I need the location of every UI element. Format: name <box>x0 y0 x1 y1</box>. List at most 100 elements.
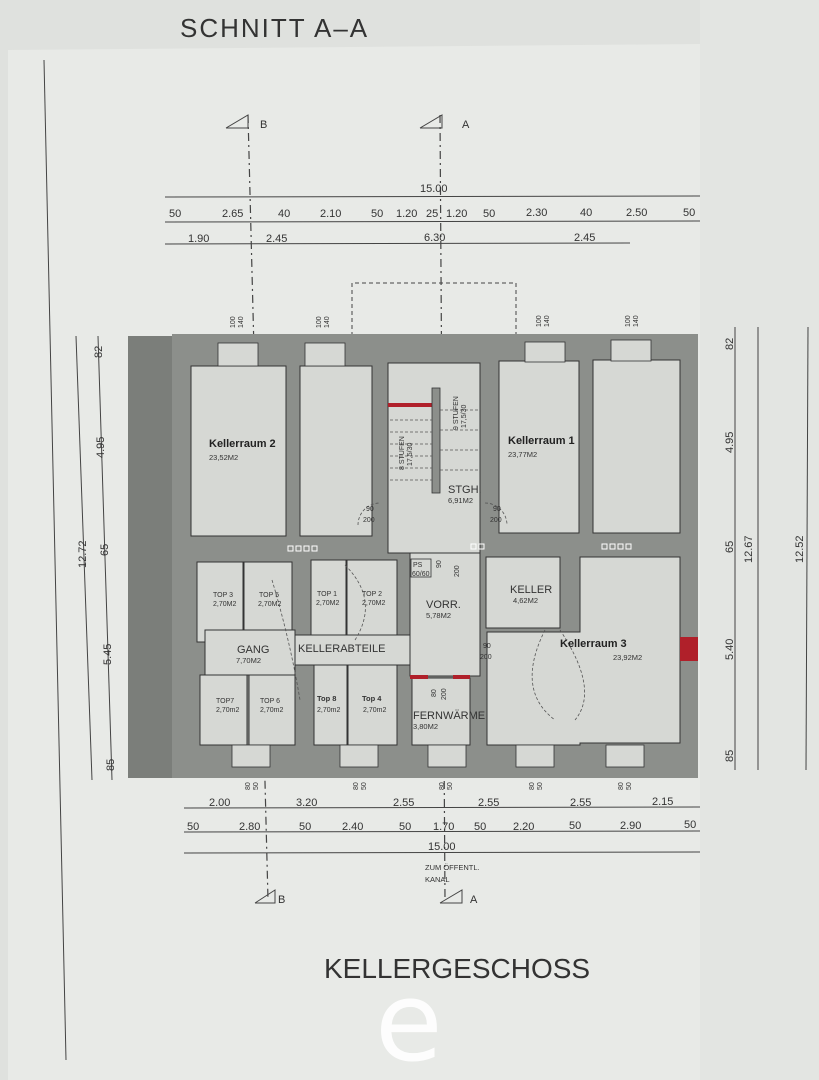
room-top-4 <box>347 664 398 746</box>
area-top-7: 2,70m2 <box>216 707 239 714</box>
section-label-b-bottom: B <box>278 894 285 906</box>
area-kellerraum-2: 23,52M2 <box>209 453 238 462</box>
door-swing-left <box>357 502 381 526</box>
room-upper-left-2 <box>299 365 373 537</box>
svg-text:82: 82 <box>93 346 105 358</box>
border-line <box>43 59 67 1061</box>
svg-text:12.72: 12.72 <box>77 540 89 568</box>
svg-text:5.45: 5.45 <box>102 644 114 665</box>
svg-text:140: 140 <box>544 315 551 327</box>
svg-text:50: 50 <box>399 821 411 833</box>
label-top-7: TOP7 <box>216 698 234 705</box>
label-top-6: TOP 6 <box>260 698 280 705</box>
svg-text:50: 50 <box>447 782 454 790</box>
svg-text:6.30: 6.30 <box>424 232 445 244</box>
svg-text:5.40: 5.40 <box>724 639 736 660</box>
svg-text:65: 65 <box>724 541 736 553</box>
label-gang: GANG <box>237 644 269 656</box>
area-keller: 4,62M2 <box>513 596 538 605</box>
dimensions-right: 82 4.95 65 5.40 85 12.67 12.52 <box>724 326 809 771</box>
svg-text:80: 80 <box>431 689 438 697</box>
svg-text:2.00: 2.00 <box>209 797 230 809</box>
svg-text:80: 80 <box>245 782 252 790</box>
dimensions-bottom: 2.00 3.20 2.55 2.55 2.55 2.15 50 2.80 50… <box>183 796 701 854</box>
area-top-1: 2,70M2 <box>316 600 339 607</box>
room-top-2 <box>346 559 398 639</box>
dimensions-left: 82 4.95 65 5.45 85 12.72 <box>75 335 117 781</box>
plan-title: SCHNITT A–A <box>180 13 369 43</box>
stair-flight-2-ratio: 17,5/30 <box>461 405 468 428</box>
svg-text:50: 50 <box>683 207 695 219</box>
svg-text:85: 85 <box>724 750 736 762</box>
svg-text:80: 80 <box>618 782 625 790</box>
svg-text:2.90: 2.90 <box>620 820 641 832</box>
area-kellerraum-3: 23,92M2 <box>613 653 642 662</box>
svg-text:140: 140 <box>633 315 640 327</box>
svg-text:40: 40 <box>580 207 592 219</box>
svg-text:50: 50 <box>361 782 368 790</box>
section-label-a-top: A <box>462 119 470 131</box>
room-top-8 <box>313 664 348 746</box>
label-top-2: TOP 2 <box>362 591 382 598</box>
svg-text:200: 200 <box>363 517 375 524</box>
room-upper-right <box>592 359 681 534</box>
room-kellerraum-3 <box>486 556 681 746</box>
svg-text:12.67: 12.67 <box>743 535 755 563</box>
room-top-3 <box>196 561 244 643</box>
label-top-1: TOP 1 <box>317 591 337 598</box>
svg-text:2.45: 2.45 <box>574 232 595 244</box>
dimensions-top: 15.00 50 2.65 40 2.10 50 1.20 25 1.20 50… <box>164 183 701 245</box>
fire-wall-marker <box>388 403 432 407</box>
label-keller: KELLER <box>510 584 552 596</box>
stair-treads <box>390 409 480 481</box>
area-gang: 7,70M2 <box>236 656 261 665</box>
svg-text:90: 90 <box>493 506 501 513</box>
svg-text:90: 90 <box>366 506 374 513</box>
svg-text:3.20: 3.20 <box>296 797 317 809</box>
svg-text:90: 90 <box>436 560 443 568</box>
svg-text:40: 40 <box>278 208 290 220</box>
svg-text:140: 140 <box>238 316 245 328</box>
area-kellerraum-1: 23,77M2 <box>508 450 537 459</box>
watermark-logo: e <box>375 958 443 1080</box>
svg-text:200: 200 <box>441 688 448 700</box>
svg-text:140: 140 <box>324 316 331 328</box>
svg-text:50: 50 <box>169 208 181 220</box>
svg-text:50: 50 <box>371 208 383 220</box>
svg-text:2.45: 2.45 <box>266 233 287 245</box>
windows-bottom <box>231 744 645 768</box>
svg-text:25: 25 <box>426 208 438 220</box>
section-marker-a-bottom <box>439 889 463 904</box>
area-top-6: 2,70m2 <box>260 707 283 714</box>
svg-text:2.40: 2.40 <box>342 821 363 833</box>
svg-text:50: 50 <box>187 821 199 833</box>
area-top-4: 2,70m2 <box>363 707 386 714</box>
svg-text:4.95: 4.95 <box>95 437 107 458</box>
svg-text:15.00: 15.00 <box>428 841 456 853</box>
svg-text:12.52: 12.52 <box>794 535 806 563</box>
room-fernwaerme <box>411 677 471 746</box>
canal-note-line1: ZUM ÖFFENTL. <box>425 863 480 872</box>
svg-text:50: 50 <box>684 819 696 831</box>
fire-door-marker-left <box>410 675 428 679</box>
room-keller <box>485 556 561 629</box>
window-labels-top: 100 140 100 140 100 140 100 140 <box>230 315 640 328</box>
svg-text:50: 50 <box>483 208 495 220</box>
room-kellerraum-1 <box>498 360 580 534</box>
section-marker-b-bottom <box>254 889 276 904</box>
svg-text:50: 50 <box>569 820 581 832</box>
section-marker-a-top <box>419 114 443 129</box>
label-kellerraum-2: Kellerraum 2 <box>209 438 276 450</box>
svg-text:65: 65 <box>99 544 111 556</box>
label-top-4: Top 4 <box>362 694 382 703</box>
svg-text:2.50: 2.50 <box>626 207 647 219</box>
label-top-5: TOP 5 <box>259 592 279 599</box>
svg-text:100: 100 <box>316 316 323 328</box>
svg-text:2.20: 2.20 <box>513 821 534 833</box>
svg-text:PS: PS <box>413 562 423 569</box>
svg-text:2.15: 2.15 <box>652 796 673 808</box>
floor-title: KELLERGESCHOSS <box>324 953 590 984</box>
svg-text:1.20: 1.20 <box>396 208 417 220</box>
